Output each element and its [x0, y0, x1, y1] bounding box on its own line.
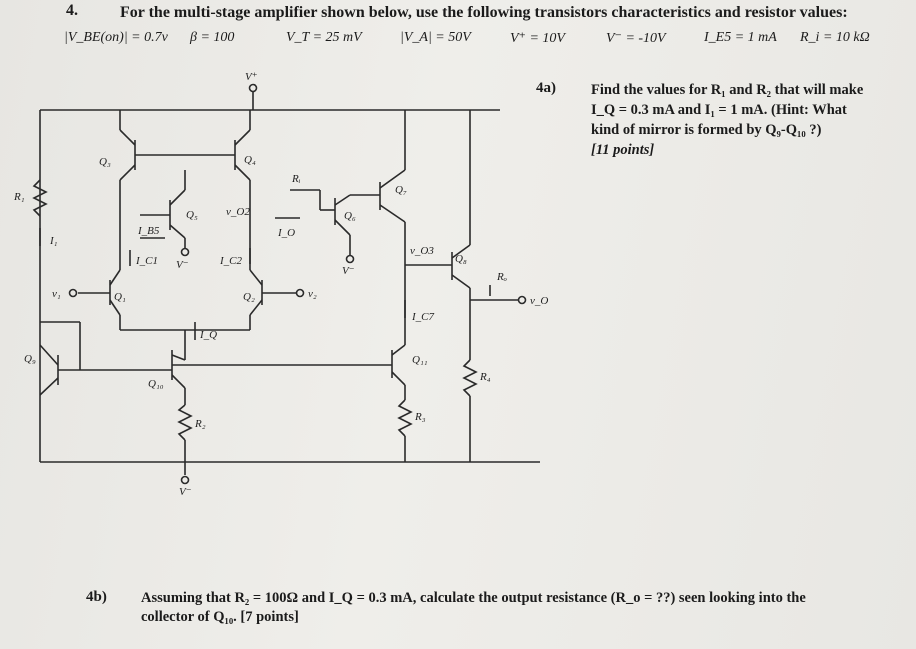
vneg-label: V⁻	[179, 486, 192, 498]
i1-label: I₁	[49, 235, 58, 247]
part-b-line: Assuming that R₂ = 100Ω and I_Q = 0.3 mA…	[141, 590, 806, 606]
param-ie5: I_E5 = 1 mA	[704, 30, 777, 45]
ic7-label: I_C7	[411, 311, 435, 323]
vo2-node: v_O2	[226, 206, 250, 218]
param-va: |V_A| = 50V	[400, 30, 471, 45]
param-ri: R_i = 10 kΩ	[800, 30, 870, 45]
vpos-label: V⁺	[245, 71, 258, 83]
ro-label: Rₒ	[496, 271, 507, 283]
q6-label: Q₆	[344, 210, 356, 222]
r3-label: R₃	[414, 411, 426, 423]
param-beta: β = 100	[190, 30, 235, 45]
r2-label: R₂	[194, 418, 206, 430]
q8-label: Q₈	[455, 253, 467, 265]
question-number: 4.	[66, 2, 78, 19]
r1-label: R₁	[13, 191, 25, 203]
io-label: I_O	[277, 227, 295, 239]
part-b-text: Assuming that R₂ = 100Ω and I_Q = 0.3 mA…	[141, 589, 806, 627]
ri-label: Rᵢ	[291, 173, 301, 185]
param-vt: V_T = 25 mV	[286, 30, 362, 45]
ic1-label: I_C1	[135, 255, 158, 267]
part-a-label: 4a)	[536, 80, 556, 96]
r4-label: R₄	[479, 371, 491, 383]
part-a-line: Find the values for R₁ and R₂ that will …	[591, 82, 864, 98]
q2-label: Q₂	[243, 291, 255, 303]
v2-node: v₂	[308, 288, 317, 300]
part-b-line: collector of Q₁₀. [7 points]	[141, 609, 299, 625]
q5-label: Q₅	[186, 209, 198, 221]
q6-emitter-vneg: V⁻	[342, 265, 355, 277]
vo-node: v_O	[530, 295, 548, 307]
q1-label: Q₁	[114, 291, 126, 303]
q4-label: Q₄	[244, 154, 256, 166]
vo3-node: v_O3	[410, 245, 434, 257]
ic2-label: I_C2	[219, 255, 243, 267]
v1-node: v₁	[52, 288, 61, 300]
q11-label: Q₁₁	[412, 354, 428, 366]
part-a-text: Find the values for R₁ and R₂ that will …	[591, 80, 891, 160]
param-vneg: V⁻ = -10V	[606, 31, 666, 46]
part-a-line: kind of mirror is formed by Q₉-Q₁₀ ?)	[591, 122, 822, 138]
q10-label: Q₁₀	[148, 378, 164, 390]
q7-label: Q₇	[395, 184, 407, 196]
param-vpos: V⁺ = 10V	[510, 31, 565, 46]
part-a-line: I_Q = 0.3 mA and I₁ = 1 mA. (Hint: What	[591, 102, 847, 118]
q5-emitter-vneg: V⁻	[176, 259, 189, 271]
q3-label: Q₃	[99, 156, 111, 168]
ib5-label: I_B5	[137, 225, 160, 237]
iq-label: I_Q	[199, 329, 217, 341]
part-a-points: [11 points]	[591, 142, 655, 158]
question-title: For the multi-stage amplifier shown belo…	[120, 4, 848, 21]
part-b-label: 4b)	[86, 589, 107, 605]
param-vbe: |V_BE(on)| = 0.7v	[64, 30, 168, 45]
q9-label: Q₉	[24, 353, 36, 365]
